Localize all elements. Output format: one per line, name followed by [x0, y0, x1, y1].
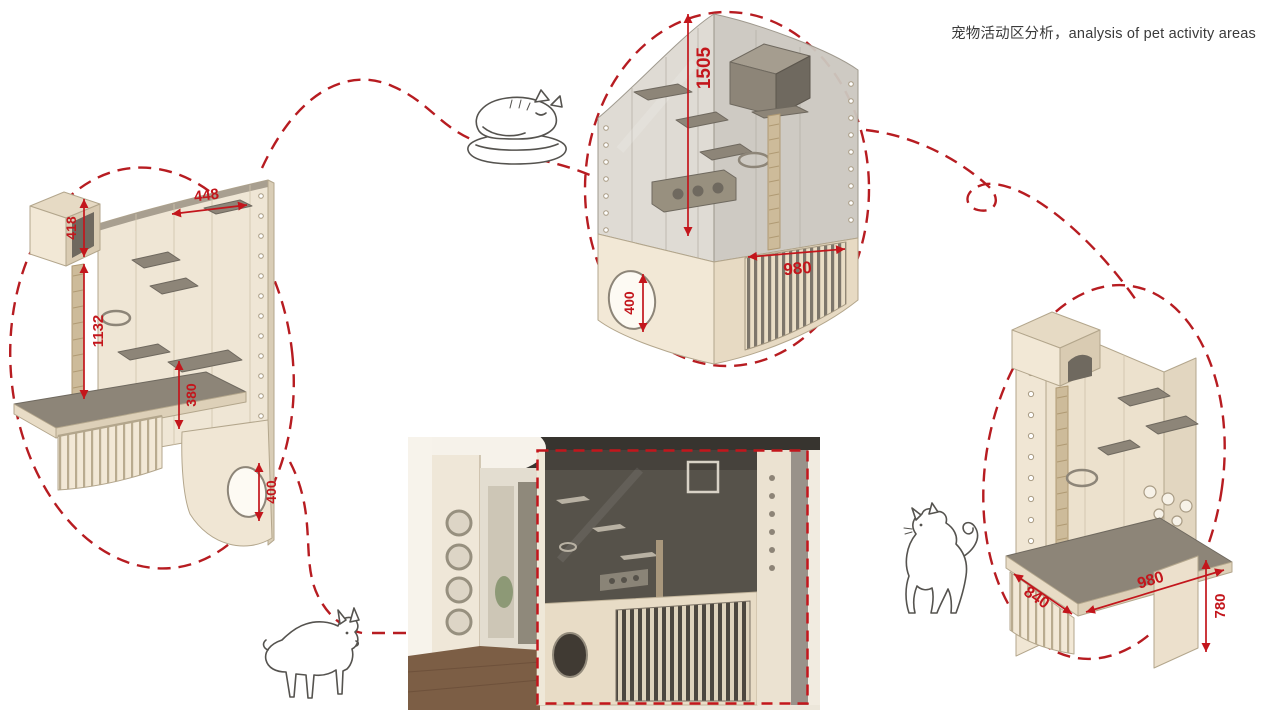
- interior-photo: [408, 437, 820, 710]
- dim-label-center-hole-size: 400: [621, 291, 637, 315]
- connector-left-to-photo: [288, 461, 406, 635]
- dog-icon: [262, 607, 360, 699]
- zone-ellipse-right: [982, 283, 1226, 661]
- right-unit-illustration: [1005, 311, 1233, 669]
- page-title: 宠物活动区分析，analysis of pet activity areas: [951, 26, 1256, 42]
- dim-label-right-base-height: 780: [1212, 593, 1229, 618]
- highlight-region: [536, 449, 809, 705]
- dim-label-left-shelf-height: 380: [183, 383, 199, 407]
- left-unit-illustration: [13, 179, 275, 547]
- dims-left-unit: 448 418 1132 380 400: [63, 186, 279, 521]
- dim-label-center-front-width: 980: [783, 258, 813, 279]
- connector-center-to-right: [865, 128, 1137, 301]
- dims-center-unit: 1505 980 400: [621, 14, 846, 332]
- standing-cat-icon: [903, 502, 979, 614]
- connector-left-to-center: [260, 78, 593, 178]
- dim-label-left-hole-size: 400: [263, 480, 279, 504]
- dim-label-center-total-height: 1505: [694, 46, 715, 89]
- dim-label-left-top-width: 448: [193, 186, 220, 206]
- dim-label-left-box-height: 418: [63, 216, 79, 240]
- center-unit-illustration: [597, 13, 859, 365]
- dim-label-left-wall-height: 1132: [90, 315, 107, 348]
- porthole-windows: [445, 509, 473, 636]
- zone-ellipse-center: [583, 10, 871, 368]
- zone-ellipse-left: [9, 166, 295, 570]
- sleeping-cat-icon: [467, 89, 567, 165]
